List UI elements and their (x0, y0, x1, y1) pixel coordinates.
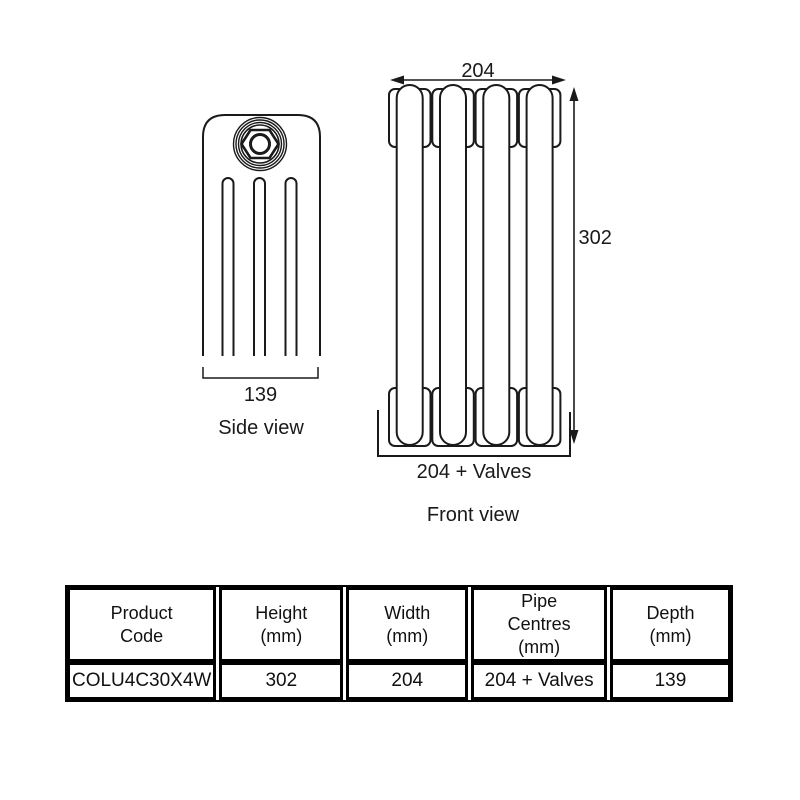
front-view-drawing: 204 302 204 + Valves Front view (377, 60, 612, 526)
spec-table: Product Code COLU4C30X4W Height (mm) 302… (65, 585, 733, 702)
depth-value: 139 (609, 662, 731, 700)
column-header: Width (mm) (346, 587, 469, 662)
header-line: Code (120, 625, 164, 646)
arrow-right-icon (552, 75, 566, 85)
column-header: Pipe Centres (mm) (471, 587, 607, 662)
spec-column-pipe-centres: Pipe Centres (mm) 204 + Valves (471, 587, 607, 700)
spec-column-product-code: Product Code COLU4C30X4W (67, 587, 217, 700)
header-line: (mm) (260, 625, 303, 646)
side-view-drawing: 139 Side view (202, 114, 321, 439)
depth-dimension-bracket (202, 367, 319, 379)
column-header: Product Code (67, 587, 217, 662)
width-dimension-label: 204 (461, 60, 494, 82)
valve-ring (237, 121, 283, 167)
side-view-body (202, 114, 321, 356)
front-column-tube (395, 84, 424, 446)
height-dimension-arrow (569, 87, 579, 444)
header-line: (mm) (518, 637, 561, 657)
width-dimension-arrow (390, 75, 566, 85)
front-column-tube (439, 84, 467, 446)
width-value: 204 (346, 662, 469, 700)
front-column-tube (525, 84, 554, 446)
side-view-label: Side view (218, 417, 304, 439)
valve-icon (232, 116, 288, 172)
side-slot (221, 177, 235, 356)
front-column-tube (482, 84, 511, 446)
valve-ring (235, 119, 285, 169)
pipe-centres-bracket (377, 410, 571, 457)
front-view-label: Front view (427, 504, 520, 526)
column-header: Depth (mm) (609, 587, 731, 662)
arrow-left-icon (390, 75, 404, 85)
height-dimension-label: 302 (579, 227, 612, 249)
header-line: (mm) (649, 625, 692, 646)
header-line: Product (110, 602, 173, 623)
column-header: Height (mm) (219, 587, 344, 662)
side-slot (253, 177, 266, 356)
header-line: Depth (646, 602, 695, 623)
pipe-centres-label: 204 + Valves (417, 461, 532, 483)
arrow-up-icon (569, 87, 579, 101)
spec-column-height: Height (mm) 302 (219, 587, 344, 700)
pipe-centres-value: 204 + Valves (471, 662, 607, 700)
depth-dimension-label: 139 (244, 384, 277, 406)
header-line: Pipe (521, 591, 558, 611)
header-line: Width (384, 602, 431, 623)
radiator-technical-drawing: 139 Side view 2 (202, 60, 612, 526)
spec-column-depth: Depth (mm) 139 (609, 587, 731, 700)
valve-ring (232, 116, 288, 172)
side-slot (284, 177, 298, 356)
header-line: Height (255, 602, 308, 623)
arrow-down-icon (569, 430, 579, 444)
spec-column-width: Width (mm) 204 (346, 587, 469, 700)
header-line: Centres (507, 614, 571, 634)
valve-bore (249, 133, 271, 155)
height-value: 302 (219, 662, 344, 700)
header-line: (mm) (386, 625, 429, 646)
product-code-value: COLU4C30X4W (67, 662, 217, 700)
